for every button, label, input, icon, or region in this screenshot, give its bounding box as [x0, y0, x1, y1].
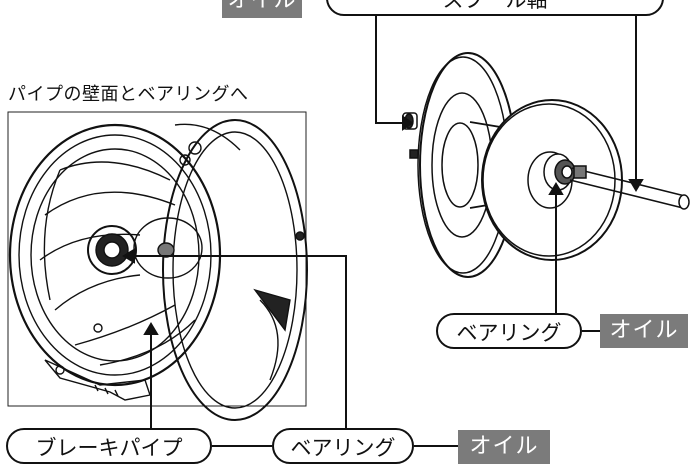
spool-bearing-label: ベアリング: [436, 313, 582, 349]
spool-shaft-label: スプール軸: [326, 0, 664, 16]
leader-arrow-spool-bearing: [548, 182, 564, 195]
oil-tag-bottom: オイル: [458, 430, 550, 464]
leader-lines: [122, 14, 644, 447]
oil-tag-top-left: オイル: [222, 0, 302, 18]
leader-arrow-brake-pipe: [143, 322, 159, 335]
spool-illustration: [402, 52, 690, 278]
brake-bearing-label: ベアリング: [272, 428, 414, 464]
leader-line-shaft-left: [375, 14, 403, 124]
leader-arrow-shaft-left: [402, 115, 414, 131]
caption-pipe-wall-and-bearing: パイプの壁面とベアリングへ: [8, 84, 249, 105]
leader-arrow-brake-bearing: [122, 248, 135, 264]
leader-line-brake-bearing: [132, 255, 347, 430]
brake-pipe-label: ブレーキパイプ: [6, 428, 212, 464]
leader-arrow-shaft-right: [628, 179, 644, 192]
brake-pipe-illustration: [7, 111, 308, 421]
oil-tag-right: オイル: [600, 314, 688, 348]
